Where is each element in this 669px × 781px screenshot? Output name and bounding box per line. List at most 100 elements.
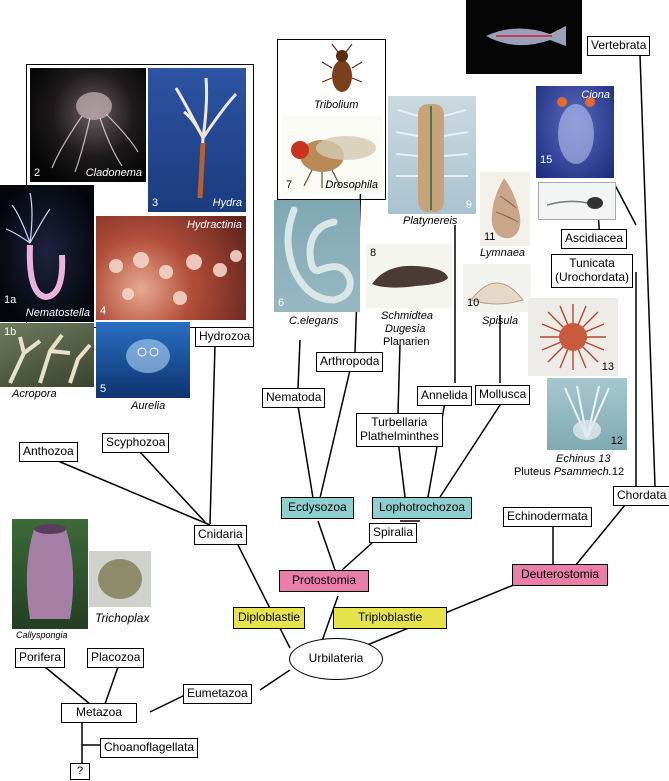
branch-turb-planarian [397, 344, 401, 414]
node-ascidiacea: Ascidiacea [561, 229, 628, 249]
node-mollusca: Mollusca [475, 385, 531, 405]
jellyfish-silhouette-icon [51, 92, 139, 173]
fruit-fly-icon [291, 136, 376, 188]
photo-number: 9 [465, 199, 472, 211]
branch-chordata-vertebrata [639, 54, 656, 487]
branch-metazoa-eumetazoa [149, 694, 186, 713]
photo-nematostella: 1a Nematostella [0, 185, 94, 322]
moon-jellyfish-icon [126, 339, 170, 373]
label-callyspongia: Callyspongia [16, 630, 68, 640]
photo-number: 15 [540, 154, 553, 166]
branch-proto-ecdy [317, 520, 336, 571]
hydra-polyp-icon [174, 77, 238, 199]
label-spisula: Spisula [482, 315, 519, 327]
node-vertebrata: Vertebrata [587, 36, 651, 56]
branch-ascidiacea-ciona [614, 184, 637, 226]
photo-caption: Hydra [212, 197, 242, 209]
node-deuterostomia: Deuterostomia [512, 564, 609, 586]
placozoan-disc-icon [98, 559, 142, 599]
node-tunicata: Tunicata (Urochordata) [551, 254, 634, 288]
photo-number: 1b [4, 326, 17, 338]
snail-shell-icon [491, 178, 521, 239]
node-eumetazoa: Eumetazoa [183, 684, 252, 704]
node-arthropoda: Arthropoda [316, 352, 384, 372]
node-spiralia: Spiralia [369, 523, 418, 543]
arthropoda-photo-frame [277, 39, 386, 200]
branch-ecdy-arthropoda [319, 369, 351, 499]
photo-caption: Nematostella [25, 307, 90, 319]
photo-schmidtea: 8 [366, 244, 452, 308]
branch-metazoa-porifera [44, 666, 91, 705]
photo-number: 12 [610, 435, 623, 447]
photo-ciona: 15 Ciona [536, 86, 614, 178]
branch-lopho-turb [397, 439, 406, 498]
node-urbilateria: Urbilateria [289, 638, 383, 680]
label-pluteus: Pluteus [514, 466, 554, 478]
branch-urbilateria-proto [321, 595, 339, 642]
node-ecdysozoa: Ecdysozoa [281, 497, 354, 519]
node-chordata: Chordata [613, 486, 669, 506]
label-echinus-number: 13 [595, 453, 611, 465]
node-porifera: Porifera [15, 648, 66, 668]
label-schmidtea-3: Planarien [383, 336, 430, 348]
branch-lopho-mollusca [439, 401, 503, 498]
photo-acropora: 1b [0, 323, 94, 387]
photo-callyspongia [12, 519, 88, 629]
node-turbellaria: Turbellaria Plathelminthes [356, 413, 443, 447]
tadpole-larva-icon [546, 197, 603, 209]
node-choanoflagellata: Choanoflagellata [100, 738, 199, 758]
photo-number: 10 [467, 297, 480, 309]
photo-echinus: 12 [547, 378, 627, 450]
branch-nematoda-worm [297, 339, 301, 389]
label-trichoplax: Trichoplax [95, 611, 150, 625]
photo-trichoplax [89, 551, 151, 607]
label-aurelia: Aurelia [131, 400, 166, 412]
branch-cnidaria-scyphozoa [139, 451, 206, 523]
sea-squirt-icon [557, 97, 595, 164]
node-tunicata-line1: Tunicata [569, 256, 615, 270]
coral-branches-icon [8, 333, 92, 384]
node-echinodermata: Echinodermata [503, 507, 592, 527]
photo-caption: Hydractinia [186, 219, 242, 231]
node-protostomia: Protostomia [279, 570, 370, 592]
photo-spisula: 10 [463, 264, 531, 312]
photo-celegans: 6 [274, 200, 360, 312]
label-echinus-2: Pluteus Psammech.12 [514, 466, 624, 479]
label-lymnaea: Lymnaea [480, 247, 526, 259]
label-schmidtea-1: Schmidtea [381, 310, 433, 322]
hydractinia-polyps-icon [109, 250, 242, 305]
photo-aurelia: 5 [96, 322, 190, 398]
photo-cladonema: 2 Cladonema [30, 68, 146, 182]
branch-ecdy-nematoda [297, 405, 314, 499]
photo-number: 3 [152, 197, 159, 209]
node-triploblastie: Triploblastie [333, 607, 448, 629]
label-acropora: Acropora [12, 388, 57, 400]
photo-hydractinia: 4 Hydractinia [96, 216, 246, 320]
node-annelida: Annelida [417, 386, 472, 406]
photo-platynereis: 9 [388, 96, 476, 214]
label-psammech-number: 12 [611, 466, 625, 478]
fish-icon [486, 26, 566, 46]
label-schmidtea-2: Dugesia [385, 323, 426, 335]
planarian-flatworm-icon [372, 265, 448, 288]
photo-tribolium [320, 42, 364, 98]
label-celegans: C.elegans [289, 315, 339, 327]
photo-number: 4 [100, 305, 107, 317]
label-tribolium: Tribolium [314, 99, 359, 111]
node-tunicata-line2: (Urochordata) [555, 269, 630, 284]
photo-zebrafish [466, 0, 582, 74]
node-turbellaria-line2: Plathelminthes [360, 428, 439, 443]
node-nematoda: Nematoda [262, 388, 326, 408]
photo-urchin: 13 [528, 298, 618, 376]
node-lophotrochozoa: Lophotrochozoa [372, 497, 473, 519]
node-diploblastie: Diploblastie [233, 607, 306, 629]
branch-urbilateria-cnidaria [237, 544, 291, 649]
photo-caption: Ciona [581, 89, 610, 101]
photo-caption: Drosophila [325, 179, 378, 191]
photo-number: 8 [370, 247, 377, 259]
sea-urchin-icon [540, 304, 606, 370]
photo-drosophila: 7 Drosophila [282, 116, 382, 194]
tube-sponge-icon [26, 524, 74, 619]
pluteus-larva-icon [564, 385, 610, 440]
label-platynereis: Platynereis [403, 215, 458, 227]
